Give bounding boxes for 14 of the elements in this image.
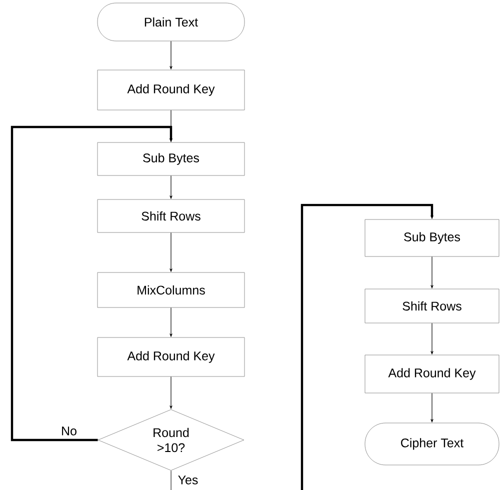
arrow [300, 204, 434, 490]
arrow [10, 126, 173, 442]
process-box: Sub Bytes [364, 219, 500, 257]
process-box: Shift Rows [97, 199, 245, 233]
process-box: Add Round Key [97, 70, 245, 110]
process-box: Add Round Key [97, 337, 245, 377]
terminal-box: Cipher Text [364, 422, 500, 466]
process-box: MixColumns [97, 272, 245, 308]
edge-label: No [60, 426, 78, 436]
terminal-box: Plain Text [97, 2, 245, 42]
process-box: Shift Rows [364, 288, 500, 324]
process-box: Sub Bytes [97, 142, 245, 176]
process-box: Add Round Key [364, 354, 500, 394]
edge-label: Yes [176, 474, 200, 486]
